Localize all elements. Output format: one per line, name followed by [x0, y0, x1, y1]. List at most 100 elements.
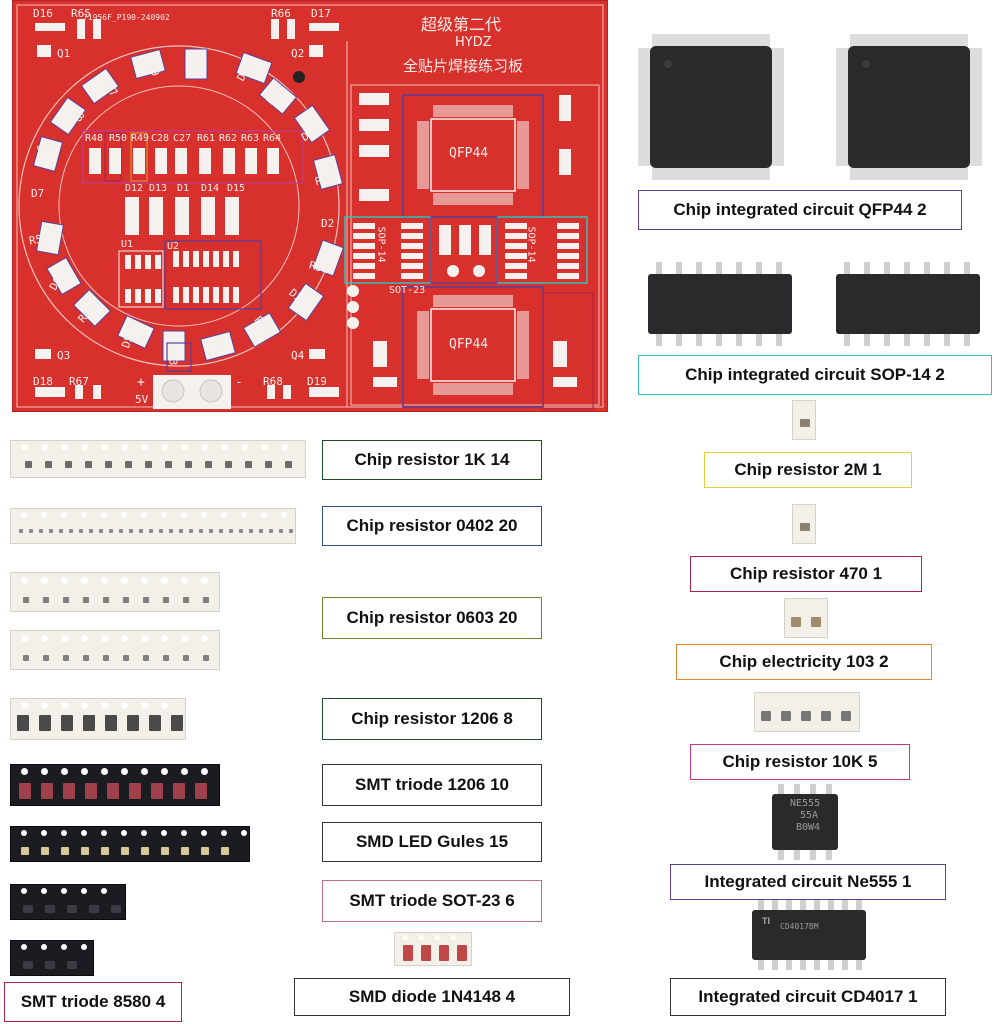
tape-sprocket-hole [101, 768, 108, 775]
tape-component [421, 945, 431, 961]
label-triode1206: SMT triode 1206 10 [322, 764, 542, 806]
tape-sprocket-hole [141, 512, 147, 518]
tape-sprocket-hole [101, 702, 108, 709]
tape-sprocket-hole [181, 577, 188, 584]
ref-r66: R66 [271, 7, 291, 20]
ref-r64: R64 [263, 133, 282, 144]
tape-sprocket-hole [81, 944, 87, 950]
tape-sprocket-hole [201, 768, 208, 775]
tape-sprocket-hole [61, 944, 67, 950]
tape-component [63, 655, 69, 661]
tape-component [163, 655, 169, 661]
tape-sprocket-hole [161, 830, 167, 836]
tape-sprocket-hole [61, 702, 68, 709]
tape-sprocket-hole [41, 444, 48, 451]
tape-component [85, 783, 97, 799]
tape-component [183, 655, 189, 661]
pcb-sop-right-label: SOP-14 [525, 226, 537, 263]
tape-component [265, 461, 272, 468]
tape-component [69, 529, 73, 533]
tape-sprocket-hole [81, 635, 88, 642]
tape-sprocket-hole [281, 512, 287, 518]
tape-component [81, 847, 89, 855]
tape-component [173, 783, 185, 799]
tape-component [41, 783, 53, 799]
tape-sprocket-hole [81, 830, 87, 836]
label-ne555: Integrated circuit Ne555 1 [670, 864, 946, 900]
tape-sprocket-hole [81, 702, 88, 709]
tape-component [39, 715, 51, 731]
tape-component [45, 461, 52, 468]
ne555-mark-line2: 55A [800, 810, 819, 821]
pcb-board: 超级第二代 HYDZ 全贴片焊接练习板 71956F_P190-240902 Q… [12, 0, 608, 412]
ref-r63: R63 [241, 133, 260, 144]
tape-sprocket-hole [21, 444, 28, 451]
label-diode: SMD diode 1N4148 4 [294, 978, 570, 1016]
pcb-plus-label: + [137, 375, 145, 390]
tape-component [59, 529, 63, 533]
tape-component [109, 529, 113, 533]
tape-component [161, 847, 169, 855]
tape-component [41, 847, 49, 855]
ref-d16: D16 [33, 7, 53, 20]
tape-component [83, 715, 95, 731]
ref-r62: R62 [219, 133, 238, 144]
resistor-2m-photo [792, 400, 816, 440]
tape-component [67, 905, 77, 913]
tape-component [195, 783, 207, 799]
ref-q1: Q1 [57, 47, 71, 60]
tape-sprocket-hole [61, 888, 67, 894]
ref-q4: Q4 [291, 349, 305, 362]
sop14-chip-photo-1 [648, 262, 792, 346]
pcb-artwork [16, 4, 604, 410]
resistor-10k-photo [754, 692, 860, 732]
tape-component [249, 529, 253, 533]
tape-component [89, 529, 93, 533]
ref-q3: Q3 [57, 349, 71, 362]
tape-component [269, 529, 273, 533]
tape-sprocket-hole [451, 935, 456, 940]
tape-component [289, 529, 293, 533]
pcb-qfp-bottom-label: QFP44 [449, 337, 489, 352]
tape-component [23, 905, 33, 913]
tape-sprocket-hole [241, 444, 248, 451]
tape-sprocket-hole [81, 888, 87, 894]
tape-sprocket-hole [81, 444, 88, 451]
tape-sprocket-hole [221, 512, 227, 518]
tape-sprocket-hole [181, 444, 188, 451]
label-sot23: SMT triode SOT-23 6 [322, 880, 542, 922]
tape-sprocket-hole [141, 444, 148, 451]
tape-sprocket-hole [121, 635, 128, 642]
tape-component [19, 529, 23, 533]
ref-d17: D17 [311, 7, 331, 20]
tape-component [17, 715, 29, 731]
ref-r61: R61 [197, 133, 216, 144]
qfp44-chip-photo-2 [836, 34, 982, 180]
tape-sprocket-hole [101, 444, 108, 451]
ref-d18: D18 [33, 375, 53, 388]
ref-d13: D13 [149, 183, 168, 194]
tape-component [25, 461, 32, 468]
tape-component [121, 847, 129, 855]
tape-sprocket-hole [201, 830, 207, 836]
tape-sprocket-hole [41, 702, 48, 709]
ref-r67: R67 [69, 375, 89, 388]
pcb-qfp-top-label: QFP44 [449, 146, 489, 161]
ne555-mark-line3: B0W4 [796, 822, 821, 833]
tape-sprocket-hole [419, 935, 424, 940]
tape-component [285, 461, 292, 468]
tape-sprocket-hole [121, 768, 128, 775]
ref-d15: D15 [227, 183, 246, 194]
tape-sprocket-hole [21, 944, 27, 950]
tape-sprocket-hole [221, 830, 227, 836]
pcb-title-chinese: 超级第二代 [421, 15, 502, 34]
tape-component [203, 597, 209, 603]
ref-q2: Q2 [291, 47, 305, 60]
tape-sprocket-hole [221, 444, 228, 451]
tape-component [111, 905, 121, 913]
triode-8580-tape [10, 940, 94, 976]
tape-component [181, 847, 189, 855]
tape-component [83, 655, 89, 661]
tape-component [21, 847, 29, 855]
tape-sprocket-hole [141, 577, 148, 584]
